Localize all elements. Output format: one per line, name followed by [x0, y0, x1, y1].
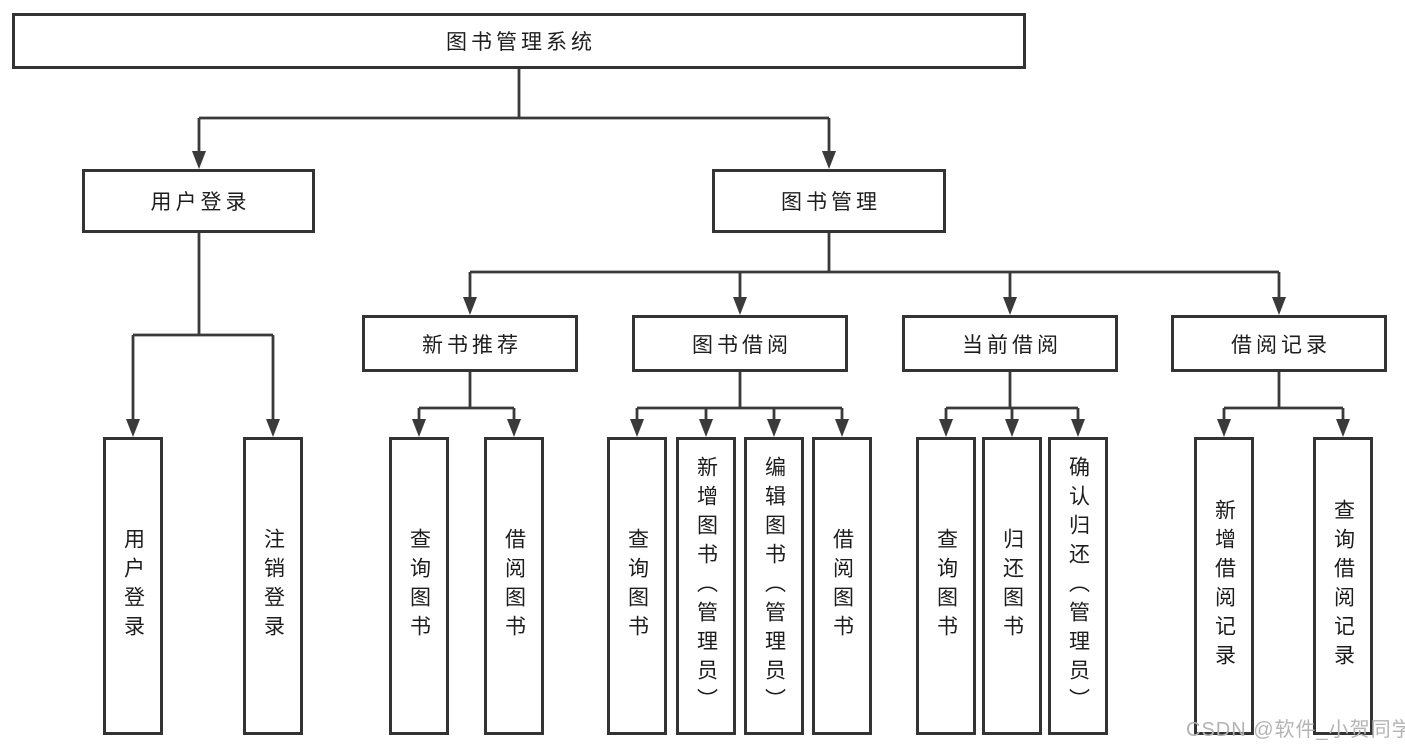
- node-root-label: 图书管理系统: [446, 31, 596, 54]
- leaf-logout: 注销登录: [243, 437, 303, 735]
- leaf-user-login: 用户登录: [103, 437, 163, 735]
- leaf-edit-book: 编辑图书（管理员）: [744, 437, 804, 735]
- leaf-query-book-rec: 查询图书: [389, 437, 449, 735]
- node-borrow-records: 借阅记录: [1171, 315, 1387, 372]
- leaf-query-borrow-record-label: 查询借阅记录: [1331, 499, 1355, 673]
- leaf-logout-label: 注销登录: [261, 528, 285, 644]
- leaf-edit-book-label: 编辑图书（管理员）: [762, 455, 786, 717]
- leaf-confirm-return-label: 确认归还（管理员）: [1066, 455, 1090, 717]
- leaf-query-book-borrow-label: 查询图书: [625, 528, 649, 644]
- connector-new-book-rec-to-leaves: [412, 372, 521, 437]
- connector-root-to-level2: [192, 69, 836, 169]
- leaf-query-book-rec-label: 查询图书: [407, 528, 431, 644]
- connector-book-borrow-to-leaves: [630, 372, 849, 437]
- leaf-borrow-book-rec: 借阅图书: [484, 437, 544, 735]
- leaf-query-book-current-label: 查询图书: [934, 528, 958, 644]
- connector-user-login-to-leaves: [126, 233, 280, 437]
- csdn-watermark: CSDN @软件_小贺同学: [1186, 719, 1405, 741]
- leaf-query-book-borrow: 查询图书: [607, 437, 667, 735]
- node-user-login-label: 用户登录: [150, 191, 251, 214]
- connector-borrow-records-to-leaves: [1217, 372, 1350, 437]
- node-book-borrow-label: 图书借阅: [692, 333, 792, 357]
- node-new-book-rec: 新书推荐: [362, 315, 578, 372]
- leaf-return-book: 归还图书: [982, 437, 1042, 735]
- leaf-user-login-label: 用户登录: [121, 528, 145, 644]
- node-book-mgmt-label: 图书管理: [781, 191, 881, 214]
- node-book-borrow: 图书借阅: [632, 315, 848, 372]
- leaf-borrow-book-borrow: 借阅图书: [812, 437, 872, 735]
- leaf-borrow-book-borrow-label: 借阅图书: [830, 528, 854, 644]
- leaf-confirm-return: 确认归还（管理员）: [1048, 437, 1108, 735]
- node-root: 图书管理系统: [12, 13, 1026, 69]
- node-new-book-rec-label: 新书推荐: [422, 333, 522, 357]
- connector-book-mgmt-to-level3: [463, 233, 1286, 315]
- node-user-login: 用户登录: [82, 169, 315, 233]
- leaf-add-book-label: 新增图书（管理员）: [694, 455, 718, 717]
- leaf-borrow-book-rec-label: 借阅图书: [502, 528, 526, 644]
- node-current-borrow: 当前借阅: [902, 315, 1118, 372]
- node-current-borrow-label: 当前借阅: [962, 333, 1062, 357]
- leaf-query-book-current: 查询图书: [916, 437, 976, 735]
- leaf-return-book-label: 归还图书: [1000, 528, 1024, 644]
- node-book-mgmt: 图书管理: [712, 169, 946, 233]
- leaf-add-borrow-record-label: 新增借阅记录: [1212, 499, 1236, 673]
- connector-current-borrow-to-leaves: [939, 372, 1085, 437]
- leaf-add-borrow-record: 新增借阅记录: [1194, 437, 1254, 735]
- leaf-query-borrow-record: 查询借阅记录: [1313, 437, 1373, 735]
- node-borrow-records-label: 借阅记录: [1231, 333, 1331, 357]
- leaf-add-book: 新增图书（管理员）: [676, 437, 736, 735]
